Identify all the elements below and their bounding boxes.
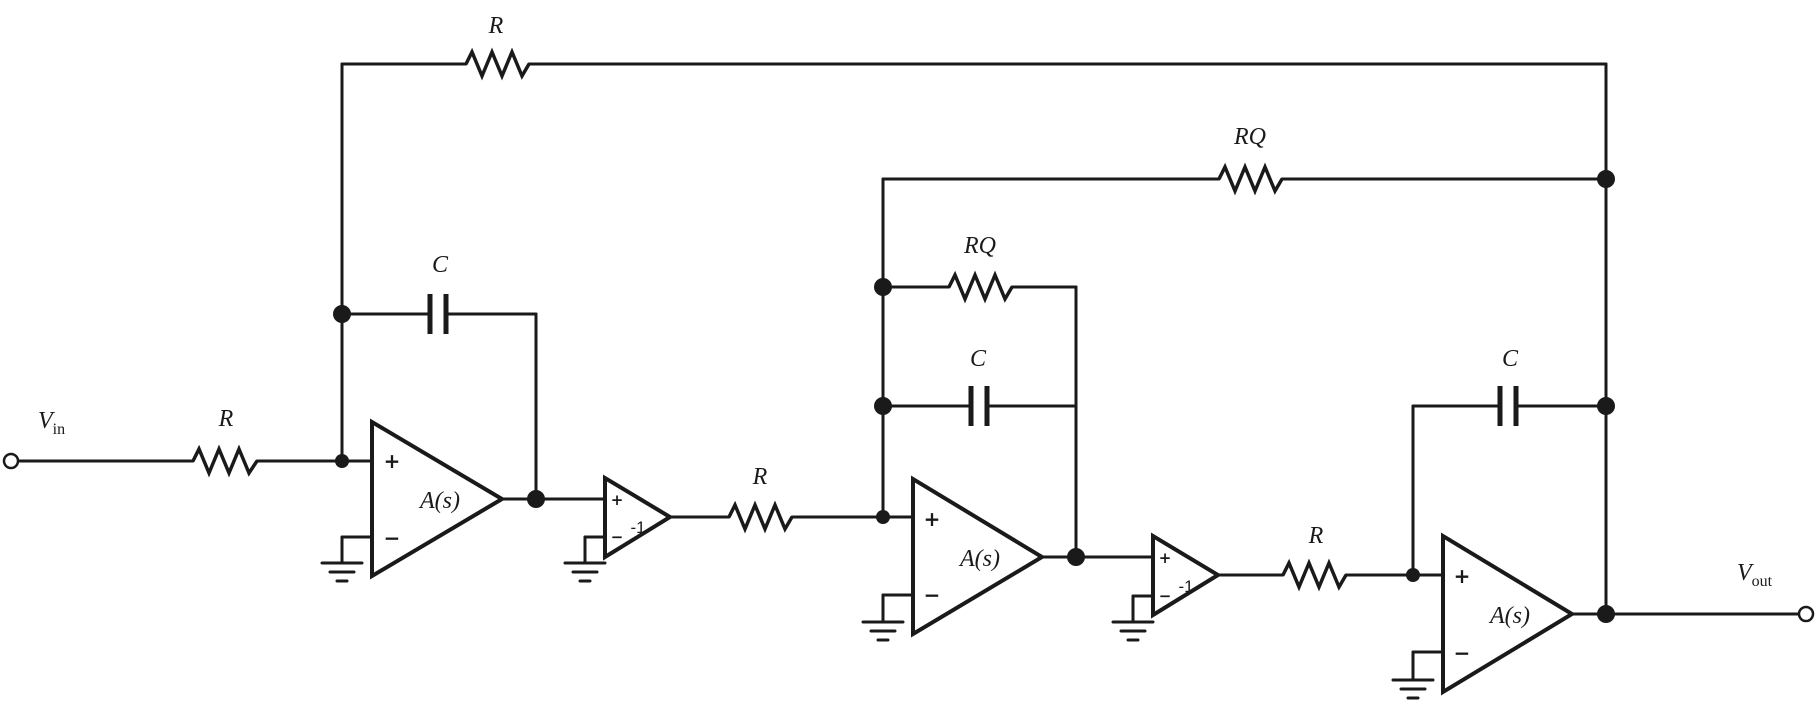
label-r-feedback-top: R [488, 13, 504, 39]
label-vin: Vin [38, 408, 65, 438]
opamp-2-gain-label: A(s) [958, 546, 1000, 572]
output-terminal [1797, 605, 1815, 623]
wires [15, 62, 1802, 682]
resistor-rq-outer [1217, 162, 1284, 196]
opamp-3-plus-sign: + [1454, 564, 1471, 588]
inverter-1-gain-label: -1 [630, 518, 645, 537]
inverter-2 [1151, 532, 1222, 619]
opamp-2-plus-sign: + [924, 507, 941, 531]
label-r-between-1: R [752, 464, 768, 490]
ground-icon [861, 620, 905, 642]
ground-icon [1391, 678, 1435, 700]
inverter-2-plus-sign: + [1159, 549, 1172, 567]
inverter-1-minus-sign: − [611, 528, 624, 546]
resistor-input [191, 444, 259, 478]
capacitor-c2 [968, 386, 990, 426]
inverter-2-minus-sign: − [1159, 587, 1172, 605]
resistor-between-2 [1281, 558, 1348, 592]
ground-icon [563, 561, 607, 583]
capacitor-c1 [427, 294, 449, 334]
resistor-between-1 [727, 500, 794, 534]
opamp-3-gain-label: A(s) [1488, 603, 1530, 629]
resistor-rq-inner [947, 270, 1014, 304]
resistor-feedback-top [464, 47, 531, 81]
inverter-2-gain-label: -1 [1178, 577, 1193, 596]
label-r-input: R [218, 406, 234, 432]
opamp-main-3 [1441, 532, 1576, 696]
opamp-main-1 [370, 418, 506, 580]
label-vout: Vout [1737, 560, 1773, 590]
opamp-main-2 [911, 475, 1046, 638]
label-c1: C [432, 252, 449, 278]
opamp-1-minus-sign: − [384, 526, 401, 550]
label-r-between-2: R [1308, 523, 1324, 549]
opamp-2-minus-sign: − [924, 583, 941, 607]
inverter-1-plus-sign: + [611, 491, 624, 509]
opamp-1-gain-label: A(s) [418, 488, 460, 514]
inverter-1 [603, 474, 674, 561]
label-rq-outer: RQ [1233, 124, 1266, 150]
ground-icon [320, 561, 364, 583]
opamp-1-plus-sign: + [384, 449, 401, 473]
ground-icon [1111, 620, 1155, 642]
capacitor-c3 [1497, 386, 1519, 426]
input-terminal [2, 452, 20, 470]
label-rq-inner: RQ [963, 233, 996, 259]
label-c3: C [1502, 346, 1519, 372]
opamp-3-minus-sign: − [1454, 641, 1471, 665]
junction-nodes [333, 170, 1615, 623]
label-c2: C [970, 346, 987, 372]
